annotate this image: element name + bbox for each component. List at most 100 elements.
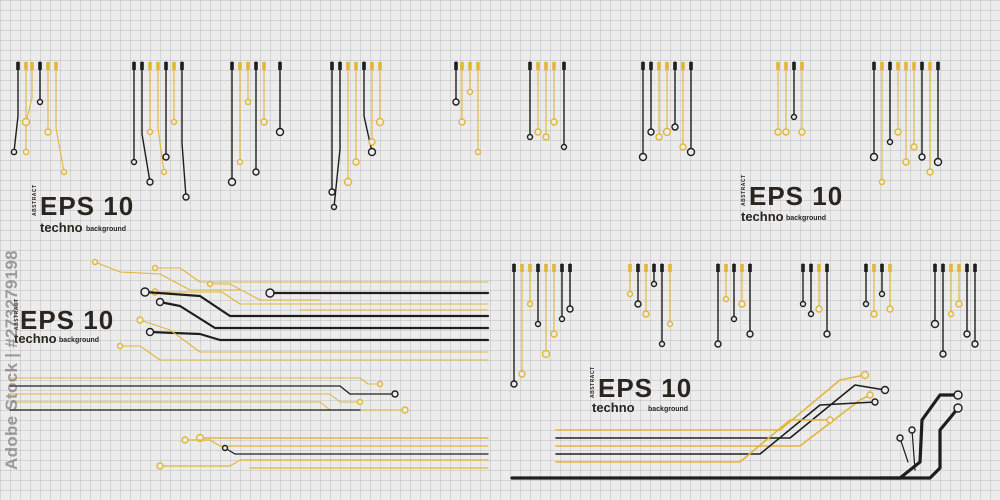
trace-pad (644, 264, 648, 272)
trace-line (25, 61, 33, 123)
trace-node (162, 153, 170, 161)
techno-label: techno (14, 331, 57, 346)
trace-pad (24, 62, 28, 70)
trace-node (526, 300, 534, 308)
trace-node (466, 88, 474, 96)
trace-pad (568, 264, 572, 272)
trace-pad (454, 62, 458, 70)
trace-pad (476, 62, 480, 70)
trace-line (9, 393, 361, 403)
trace-line (9, 385, 396, 395)
trace-pad (230, 62, 234, 70)
trace-node (181, 436, 189, 444)
trace-pad (238, 62, 242, 70)
trace-node (798, 128, 806, 136)
trace-node (953, 390, 963, 400)
abstract-label: ABSTRACT (741, 174, 747, 207)
trace-line (224, 447, 489, 455)
eps-title: EPS 10 (598, 373, 693, 403)
trace-pad (957, 264, 961, 272)
trace-node (896, 434, 904, 442)
trace-line (154, 267, 489, 283)
trace-pad (338, 62, 342, 70)
trace-node (722, 295, 730, 303)
techno-label: techno (592, 400, 635, 415)
trace-pad (354, 62, 358, 70)
trace-node (244, 98, 252, 106)
trace-node (140, 287, 150, 297)
trace-node (886, 138, 894, 146)
trace-node (666, 320, 674, 328)
trace-pad (936, 62, 940, 70)
trace-node (10, 148, 18, 156)
trace-pad (904, 62, 908, 70)
trace-node (870, 310, 878, 318)
trace-line (143, 290, 490, 318)
trace-node (21, 117, 31, 127)
trace-node (650, 280, 658, 288)
trace-node (160, 168, 168, 176)
trace-node (534, 320, 542, 328)
trace-node (391, 390, 399, 398)
trace-pad (54, 62, 58, 70)
trace-line (139, 319, 489, 353)
trace-pad (660, 264, 664, 272)
trace-node (206, 280, 214, 288)
abstract-label: ABSTRACT (590, 366, 596, 399)
trace-pad (864, 264, 868, 272)
trace-line (555, 401, 876, 455)
trace-line (158, 300, 490, 330)
trace-pad (148, 62, 152, 70)
trace-node (275, 127, 285, 137)
trace-pad (544, 264, 548, 272)
trace-node (658, 340, 666, 348)
trace-pad (346, 62, 350, 70)
trace-line (148, 330, 490, 342)
trace-node (170, 118, 178, 126)
trace-line (555, 374, 866, 431)
trace-line (555, 419, 831, 463)
trace-node (926, 168, 934, 176)
trace-pad (46, 62, 50, 70)
trace-node (953, 403, 963, 413)
trace-line (94, 261, 241, 291)
trace-node (971, 340, 979, 348)
trace-pad (649, 62, 653, 70)
trace-node (963, 330, 971, 338)
trace-node (647, 128, 655, 136)
trace-pad (544, 62, 548, 70)
trace-node (746, 330, 754, 338)
trace-node (790, 113, 798, 121)
trace-line (333, 61, 341, 208)
trace-node (452, 98, 460, 106)
trace-node (880, 385, 890, 395)
trace-pad (460, 62, 464, 70)
trace-node (826, 416, 834, 424)
trace-line (154, 291, 489, 305)
trace-node (662, 127, 672, 137)
trace-pad (140, 62, 144, 70)
trace-node (474, 148, 482, 156)
trace-line (184, 439, 489, 447)
trace-node (908, 426, 916, 434)
trace-pad (681, 62, 685, 70)
trace-node (566, 305, 574, 313)
trace-node (871, 398, 879, 406)
trace-node (634, 300, 642, 308)
trace-pad (362, 62, 366, 70)
trace-line (9, 377, 381, 385)
trace-node (182, 193, 190, 201)
trace-pad (528, 264, 532, 272)
trace-pad (716, 264, 720, 272)
background-label: background (786, 215, 827, 222)
trace-pad (657, 62, 661, 70)
trace-node (146, 178, 154, 186)
trace-pad (652, 264, 656, 272)
stock-watermark: Adobe Stock | #273279198 (2, 250, 21, 470)
trace-node (356, 398, 364, 406)
trace-node (542, 133, 550, 141)
trace-node (886, 305, 894, 313)
trace-node (330, 203, 338, 211)
trace-pad (520, 264, 524, 272)
